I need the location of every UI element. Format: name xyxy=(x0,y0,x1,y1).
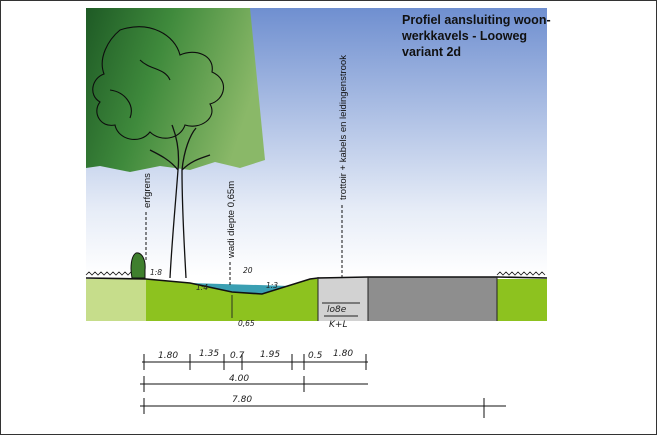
dim-7-80: 7.80 xyxy=(232,395,252,405)
cable-bottom-mark: K+L xyxy=(329,320,347,330)
dim-1-35: 1.35 xyxy=(199,349,219,359)
title-line-3: variant 2d xyxy=(402,45,461,59)
dimension-row-2: 4.00 xyxy=(140,374,368,392)
title-line-1: Profiel aansluiting woon- xyxy=(402,13,551,27)
dim-1-80-a: 1.80 xyxy=(158,351,178,361)
wadi-right-slope-mark: 1:3 xyxy=(266,281,278,290)
hedge xyxy=(130,252,146,279)
title-line-2: werkkavels - Looweg xyxy=(401,29,527,43)
ground-line xyxy=(85,276,548,295)
trottoir-label: trottoir + kabels en leidingenstrook xyxy=(338,55,349,200)
dim-1-80-b: 1.80 xyxy=(333,349,353,359)
dim-1-95: 1.95 xyxy=(260,350,280,360)
road xyxy=(368,277,497,321)
sidewalk xyxy=(318,277,368,321)
verge-right xyxy=(497,279,547,321)
verge-left-pale xyxy=(86,279,146,321)
dim-0-5: 0.5 xyxy=(308,351,323,361)
tree-trunk xyxy=(149,124,211,279)
erfgrens-label: erfgrens xyxy=(142,173,153,208)
cable-marks xyxy=(322,302,360,317)
wadi-water xyxy=(190,283,290,294)
dimension-row-3: 7.80 xyxy=(140,395,506,418)
tree-crown-scribble xyxy=(92,26,224,141)
wadi-label: wadi diepte 0,65m xyxy=(226,181,237,259)
dim-0-7: 0.7 xyxy=(230,351,245,361)
wadi-depth-mark: 0,65 xyxy=(238,319,255,328)
tree-canopy xyxy=(86,8,265,172)
dim-4-00: 4.00 xyxy=(229,374,249,384)
cable-top-mark: lo8e xyxy=(327,305,347,315)
left-slope-mark: 1:8 xyxy=(150,268,162,277)
wadi-top-mark: 20 xyxy=(243,266,253,275)
grass-hatch-right xyxy=(496,271,546,276)
wadi-left-slope-mark: 1:4 xyxy=(196,283,208,292)
dimension-row-1: 1.80 1.35 0.7 1.95 0.5 1.80 xyxy=(142,349,368,370)
